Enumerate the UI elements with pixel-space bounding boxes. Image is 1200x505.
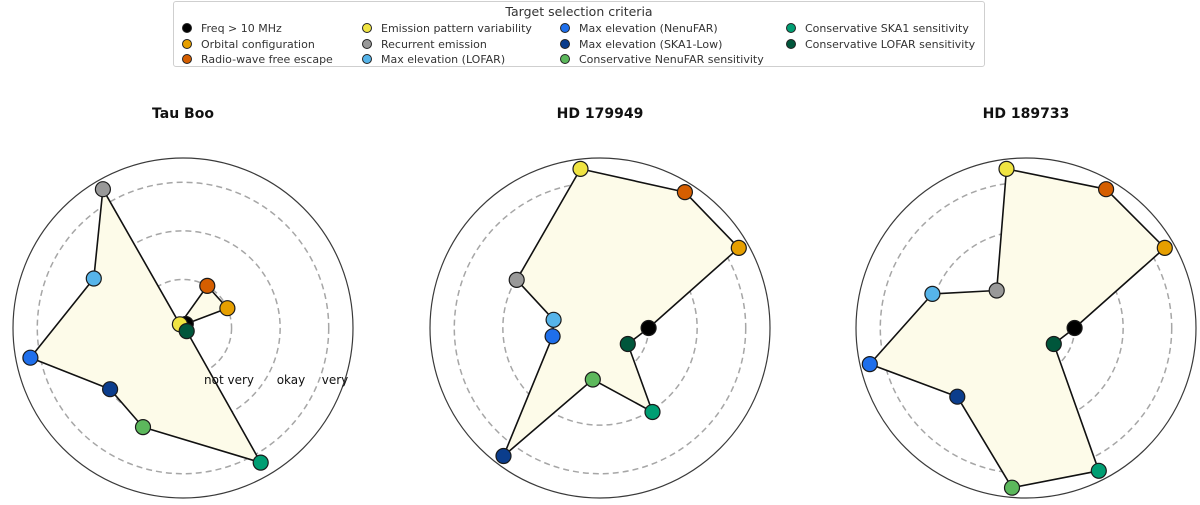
radar-point [1003,479,1021,496]
radar-outer-circle [12,157,354,499]
radar-point [544,328,561,345]
panel-title: HD 179949 [557,106,644,122]
radar-grid-ring [453,181,747,475]
legend-label: Recurrent emission [381,37,487,51]
legend-column-3: Max elevation (NenuFAR) Max elevation (S… [560,21,764,68]
legend: Target selection criteria Freq > 10 MHz … [173,1,985,67]
radar-outer-circle [855,157,1197,499]
radar-point [252,454,269,471]
radar-point [1156,239,1173,256]
legend-marker-icon [786,38,796,49]
legend-label: Max elevation (NenuFAR) [579,22,718,35]
radial-tick-label: very [322,373,349,387]
legend-item: Orbital configuration [182,37,333,53]
radar-point [1066,319,1083,337]
legend-marker-icon [362,38,372,49]
panel-title: Tau Boo [152,106,214,122]
legend-label: Conservative LOFAR sensitivity [805,37,976,51]
legend-marker-icon [560,38,570,49]
legend-label: Max elevation (LOFAR) [381,53,506,66]
radar-point [495,447,512,465]
legend-item: Recurrent emission [362,37,532,53]
legend-column-2: Emission pattern variability Recurrent e… [362,21,532,68]
radar-grid-ring [36,181,330,475]
radar-point [619,335,636,353]
legend-label: Max elevation (SKA1-Low) [579,37,723,51]
radar-point [545,311,562,328]
radar-point [85,270,102,287]
radar-series-area [868,168,1166,489]
legend-label: Emission pattern variability [381,22,532,35]
radar-point [949,388,966,405]
radar-point [572,160,589,177]
panel-title: HD 189733 [983,106,1070,122]
radar-point [644,403,661,421]
radar-point [998,160,1015,177]
radial-tick-label: not very [204,373,254,387]
radar-point [22,349,39,366]
legend-item: Max elevation (NenuFAR) [560,21,764,37]
radar-point [1045,335,1062,353]
legend-label: Freq > 10 MHz [201,22,282,35]
legend-label: Conservative SKA1 sensitivity [805,22,969,35]
legend-label: Conservative NenuFAR sensitivity [579,53,764,66]
radar-point [640,319,657,337]
radar-point [676,184,694,201]
radar-point [199,277,216,294]
legend-item: Conservative SKA1 sensitivity [786,21,975,37]
legend-marker-icon [362,23,372,33]
legend-item: Conservative LOFAR sensitivity [786,37,975,53]
radar-grid-ring [502,230,698,426]
radar-point [988,282,1005,299]
radar-point [508,271,525,288]
radar-point [134,419,152,436]
radar-point [219,300,236,317]
legend-marker-icon [362,54,372,64]
legend-item: Max elevation (LOFAR) [362,52,532,68]
radar-grid-ring [879,181,1173,475]
radar-point [1090,462,1107,479]
radar-panel: Tau Boo not very okay very [12,106,354,499]
legend-item: Radio-wave free escape [182,52,333,68]
legend-marker-icon [182,23,192,33]
radar-point [1097,181,1115,198]
radar-series-area [502,168,740,457]
legend-label: Orbital configuration [201,37,315,51]
radar-point [584,371,601,388]
legend-marker-icon [560,23,570,33]
legend-column-4: Conservative SKA1 sensitivity Conservati… [786,21,975,52]
radar-point [861,356,878,373]
legend-marker-icon [182,38,192,49]
radar-point [730,239,747,256]
legend-column-1: Freq > 10 MHz Orbital configuration Radi… [182,21,333,68]
radar-panel: HD 189733 [855,106,1197,499]
legend-item: Freq > 10 MHz [182,21,333,37]
radar-outer-circle [429,157,771,499]
legend-label: Radio-wave free escape [201,53,333,66]
radar-point [924,285,941,302]
legend-marker-icon [182,54,192,64]
radial-tick-label: okay [277,373,306,387]
radar-point [178,323,195,340]
legend-title: Target selection criteria [505,4,653,19]
radar-point [101,381,119,398]
legend-item: Conservative NenuFAR sensitivity [560,52,764,68]
radar-panel: HD 179949 [429,106,771,499]
legend-marker-icon [786,23,796,33]
radar-point [94,181,112,198]
legend-item: Emission pattern variability [362,21,532,37]
legend-item: Max elevation (SKA1-Low) [560,37,764,53]
legend-marker-icon [560,54,570,64]
